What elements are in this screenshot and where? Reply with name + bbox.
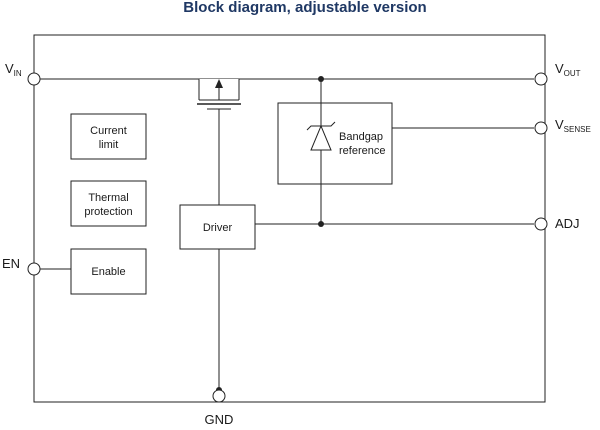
- vout-terminal: [534, 72, 548, 86]
- bandgap-reference-block: Bandgap reference: [277, 102, 393, 185]
- vout-label: VOUT: [555, 61, 581, 78]
- junction-dot-adj: [318, 221, 324, 227]
- svg-text:Current: Current: [90, 125, 127, 137]
- diagram-title: Block diagram, adjustable version: [183, 0, 426, 16]
- svg-text:Driver: Driver: [203, 222, 233, 234]
- package-outline: [33, 34, 546, 403]
- adj-terminal: [534, 217, 548, 231]
- vsense-label: VSENSE: [555, 117, 591, 134]
- adj-label: ADJ: [555, 216, 580, 231]
- current-limit-block: Current limit: [70, 113, 147, 160]
- gnd-label: GND: [205, 412, 234, 427]
- vsense-terminal: [534, 121, 548, 135]
- pass-transistor-symbol: [197, 79, 241, 110]
- svg-text:protection: protection: [84, 206, 132, 218]
- vin-terminal: [27, 72, 41, 86]
- en-terminal: [27, 262, 41, 276]
- vin-label: VIN: [5, 61, 22, 78]
- driver-block: Driver: [179, 204, 256, 250]
- enable-block: Enable: [70, 248, 147, 295]
- junction-dot-vout: [318, 76, 324, 82]
- svg-text:Enable: Enable: [91, 266, 125, 278]
- en-label: EN: [2, 256, 20, 271]
- gnd-terminal: [212, 389, 226, 403]
- zener-diode-icon: [306, 121, 336, 151]
- svg-text:limit: limit: [99, 139, 119, 151]
- svg-text:Thermal: Thermal: [88, 192, 128, 204]
- thermal-protection-block: Thermal protection: [70, 180, 147, 227]
- svg-text:reference: reference: [339, 145, 385, 157]
- svg-text:Bandgap: Bandgap: [339, 131, 383, 143]
